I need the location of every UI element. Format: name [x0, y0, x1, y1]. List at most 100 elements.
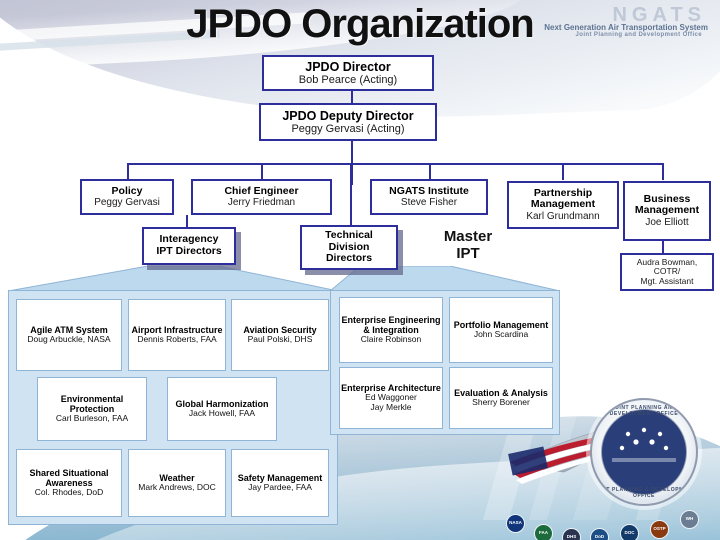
support-line-1: Audra Bowman,	[636, 256, 698, 267]
box-title: Enterprise Engineering & Integration	[341, 314, 441, 336]
whitehouse-seal-icon: WH	[680, 510, 699, 529]
box-subtitle: Jerry Friedman	[227, 197, 296, 209]
interagency-funnel	[8, 266, 338, 292]
box-subtitle: Jack Howell, FAA	[188, 408, 256, 419]
ipt-box-global-harmonization[interactable]: Global Harmonization Jack Howell, FAA	[167, 377, 277, 441]
tech-box-portfolio-management[interactable]: Portfolio Management John Scardina	[449, 297, 553, 363]
box-title: Enterprise Architecture	[341, 383, 441, 394]
dod-seal-icon: DoD	[590, 528, 609, 540]
box-title: Environmental Protection	[60, 393, 124, 415]
connector-director-deputy	[351, 89, 353, 103]
support-line-2: COTR/	[653, 266, 681, 277]
connector-drop-business	[662, 163, 664, 180]
doc-seal-icon: DOC	[620, 524, 639, 540]
box-title-line-2: Division	[328, 240, 370, 253]
connector-drop-policy	[127, 163, 129, 180]
box-title: Evaluation & Analysis	[454, 387, 548, 398]
connector-drop-partnership	[562, 163, 564, 180]
tech-box-enterprise-engineering-integration[interactable]: Enterprise Engineering & Integration Cla…	[339, 297, 443, 363]
connector-main-bus	[127, 163, 662, 165]
box-interagency-ipt-directors[interactable]: Interagency IPT Directors	[142, 227, 236, 265]
ipt-box-airport-infrastructure[interactable]: Airport Infrastructure Dennis Roberts, F…	[128, 299, 226, 371]
tech-box-enterprise-architecture[interactable]: Enterprise Architecture Ed Waggoner Jay …	[339, 367, 443, 429]
connector-drop-chief-engineer	[261, 163, 263, 180]
connector-policy-interagency	[186, 215, 188, 227]
box-title: Portfolio Management	[453, 319, 549, 330]
technical-division-panel: Enterprise Engineering & Integration Cla…	[330, 290, 560, 435]
box-subtitle: John Scardina	[473, 329, 529, 340]
ipt-box-safety-management[interactable]: Safety Management Jay Pardee, FAA	[231, 449, 329, 517]
support-line-3: Mgt. Assistant	[640, 275, 694, 286]
ipt-box-shared-situational-awareness[interactable]: Shared Situational Awareness Col. Rhodes…	[16, 449, 122, 517]
jpdo-seal-logo: JOINT PLANNING AND DEVELOPMENT OFFICE JO…	[590, 398, 698, 506]
box-subtitle: Ed Waggoner Jay Merkle	[365, 392, 417, 413]
box-title: Weather	[159, 472, 195, 483]
box-title: Policy	[111, 184, 143, 197]
box-business-management[interactable]: Business Management Joe Elliott	[623, 181, 711, 241]
box-title: Aviation Security	[243, 324, 317, 335]
box-subtitle: Sherry Borener	[472, 397, 530, 408]
box-title: NGATS Institute	[389, 184, 469, 197]
ngats-watermark: NGATS	[612, 4, 706, 26]
seal-stars	[612, 427, 676, 462]
box-title: Safety Management	[237, 472, 323, 483]
box-chief-engineer[interactable]: Chief Engineer Jerry Friedman	[191, 179, 332, 215]
seal-inner-disc	[601, 409, 687, 495]
box-jpdo-director[interactable]: JPDO Director Bob Pearce (Acting)	[262, 55, 434, 91]
box-subtitle: Jay Pardee, FAA	[248, 482, 312, 493]
brand-mark: NGATS Next Generation Air Transportation…	[538, 4, 714, 42]
box-subtitle: Bob Pearce (Acting)	[298, 73, 398, 86]
agency-seal-row: NASA FAA DHS DoD DOC OSTP WH	[504, 502, 714, 540]
interagency-ipt-panel: Agile ATM System Doug Arbuckle, NASA Air…	[8, 290, 338, 525]
box-partnership-management[interactable]: Partnership Management Karl Grundmann	[507, 181, 619, 229]
connector-drop-ngats-institute	[429, 163, 431, 180]
ipt-box-weather[interactable]: Weather Mark Andrews, DOC	[128, 449, 226, 517]
box-subtitle: Steve Fisher	[400, 197, 458, 209]
connector-deputy-bus	[351, 140, 353, 185]
tech-box-evaluation-analysis[interactable]: Evaluation & Analysis Sherry Borener	[449, 367, 553, 429]
nasa-seal-icon: NASA	[506, 514, 525, 533]
faa-seal-icon: FAA	[534, 524, 553, 540]
box-subtitle: Peggy Gervasi (Acting)	[291, 122, 405, 135]
box-title-line-1: Technical	[325, 228, 373, 241]
box-subtitle: Joe Elliott	[645, 217, 689, 229]
box-subtitle: Carl Burleson, FAA	[55, 413, 129, 424]
seal-text-top: JOINT PLANNING AND DEVELOPMENT OFFICE	[609, 405, 679, 417]
master-ipt-label: Master IPT	[424, 228, 512, 263]
ipt-box-environmental-protection[interactable]: Environmental Protection Carl Burleson, …	[37, 377, 147, 441]
box-title: Partnership Management	[530, 186, 596, 211]
box-subtitle: Dennis Roberts, FAA	[137, 334, 217, 345]
master-ipt-line-1: Master	[443, 228, 493, 245]
box-jpdo-deputy-director[interactable]: JPDO Deputy Director Peggy Gervasi (Acti…	[259, 103, 437, 141]
box-title-line-3: Directors	[325, 252, 373, 265]
ipt-box-agile-atm-system[interactable]: Agile ATM System Doug Arbuckle, NASA	[16, 299, 122, 371]
connector-business-support	[662, 241, 664, 253]
box-title: Chief Engineer	[224, 184, 299, 197]
page-title: JPDO Organization	[186, 2, 535, 46]
ipt-box-aviation-security[interactable]: Aviation Security Paul Polski, DHS	[231, 299, 329, 371]
box-technical-division-directors[interactable]: Technical Division Directors	[300, 225, 398, 270]
box-title: JPDO Deputy Director	[282, 108, 414, 123]
box-business-support[interactable]: Audra Bowman, COTR/ Mgt. Assistant	[620, 253, 714, 291]
box-title: Agile ATM System	[30, 324, 108, 335]
box-title-line-1: Interagency	[159, 233, 219, 246]
box-title: Shared Situational Awareness	[29, 467, 109, 489]
box-title-line-2: IPT Directors	[156, 245, 222, 257]
box-subtitle: Doug Arbuckle, NASA	[27, 334, 111, 345]
box-subtitle: Mark Andrews, DOC	[138, 482, 216, 493]
ostp-seal-icon: OSTP	[650, 520, 669, 539]
box-subtitle: Paul Polski, DHS	[247, 334, 313, 345]
seal-text-bottom: JOINT PLANNING & DEVELOPMENT OFFICE	[592, 487, 696, 499]
brand-line-1: Next Generation Air Transportation Syste…	[544, 23, 708, 32]
box-subtitle: Peggy Gervasi	[94, 197, 160, 209]
technical-funnel	[330, 266, 560, 292]
box-subtitle: Col. Rhodes, DoD	[34, 487, 104, 498]
brand-line-2: Joint Planning and Development Office	[575, 32, 702, 38]
box-title: Global Harmonization	[175, 398, 269, 409]
box-policy[interactable]: Policy Peggy Gervasi	[80, 179, 174, 215]
box-title: JPDO Director	[305, 59, 391, 74]
dhs-seal-icon: DHS	[562, 528, 581, 540]
box-ngats-institute[interactable]: NGATS Institute Steve Fisher	[370, 179, 488, 215]
box-subtitle: Claire Robinson	[360, 334, 422, 345]
